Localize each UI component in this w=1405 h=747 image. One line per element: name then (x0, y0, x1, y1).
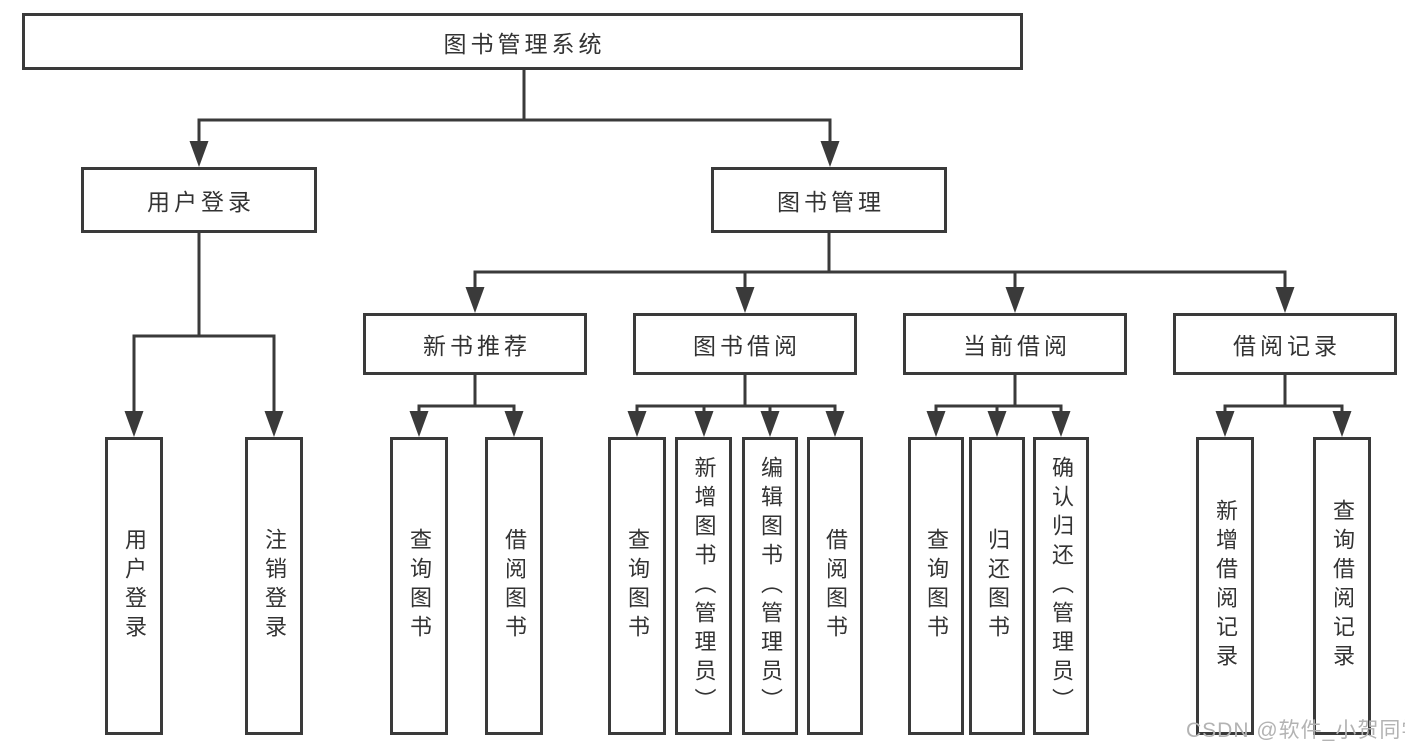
connector-current-borrow-children (926, 375, 1071, 437)
leaf-return-book: 归还图书 (969, 437, 1025, 735)
leaf-query-borrow-record: 查询借阅记录 (1313, 437, 1371, 735)
leaf-query-books-borrowing: 查询图书 (608, 437, 666, 735)
connector-borrow-records-children (1215, 375, 1352, 437)
connector-new-book-children (409, 375, 524, 437)
node-borrowing-records: 借阅记录 (1173, 313, 1397, 375)
leaf-add-book-admin: 新增图书（管理员） (675, 437, 732, 735)
node-new-book-recommend: 新书推荐 (363, 313, 587, 375)
node-book-borrowing: 图书借阅 (633, 313, 857, 375)
leaf-query-books-recommend: 查询图书 (390, 437, 448, 735)
leaf-query-books-current: 查询图书 (908, 437, 964, 735)
leaf-borrow-books-recommend: 借阅图书 (485, 437, 543, 735)
node-book-management: 图书管理 (711, 167, 947, 233)
leaf-borrow-books-borrowing: 借阅图书 (807, 437, 863, 735)
node-current-borrowing: 当前借阅 (903, 313, 1127, 375)
connector-book-borrow-children (627, 375, 845, 437)
node-book-management-system: 图书管理系统 (22, 13, 1023, 70)
connector-root-to-level2 (189, 70, 840, 167)
node-user-login: 用户登录 (81, 167, 317, 233)
connector-user-login-children (124, 233, 284, 437)
leaf-confirm-return-admin: 确认归还（管理员） (1033, 437, 1089, 735)
leaf-add-borrow-record: 新增借阅记录 (1196, 437, 1254, 735)
connector-book-mgmt-children (465, 233, 1295, 313)
watermark: CSDN @软件_小贺同学 (1186, 719, 1405, 742)
leaf-logout-login: 注销登录 (245, 437, 303, 735)
leaf-user-login: 用户登录 (105, 437, 163, 735)
leaf-edit-book-admin: 编辑图书（管理员） (742, 437, 798, 735)
